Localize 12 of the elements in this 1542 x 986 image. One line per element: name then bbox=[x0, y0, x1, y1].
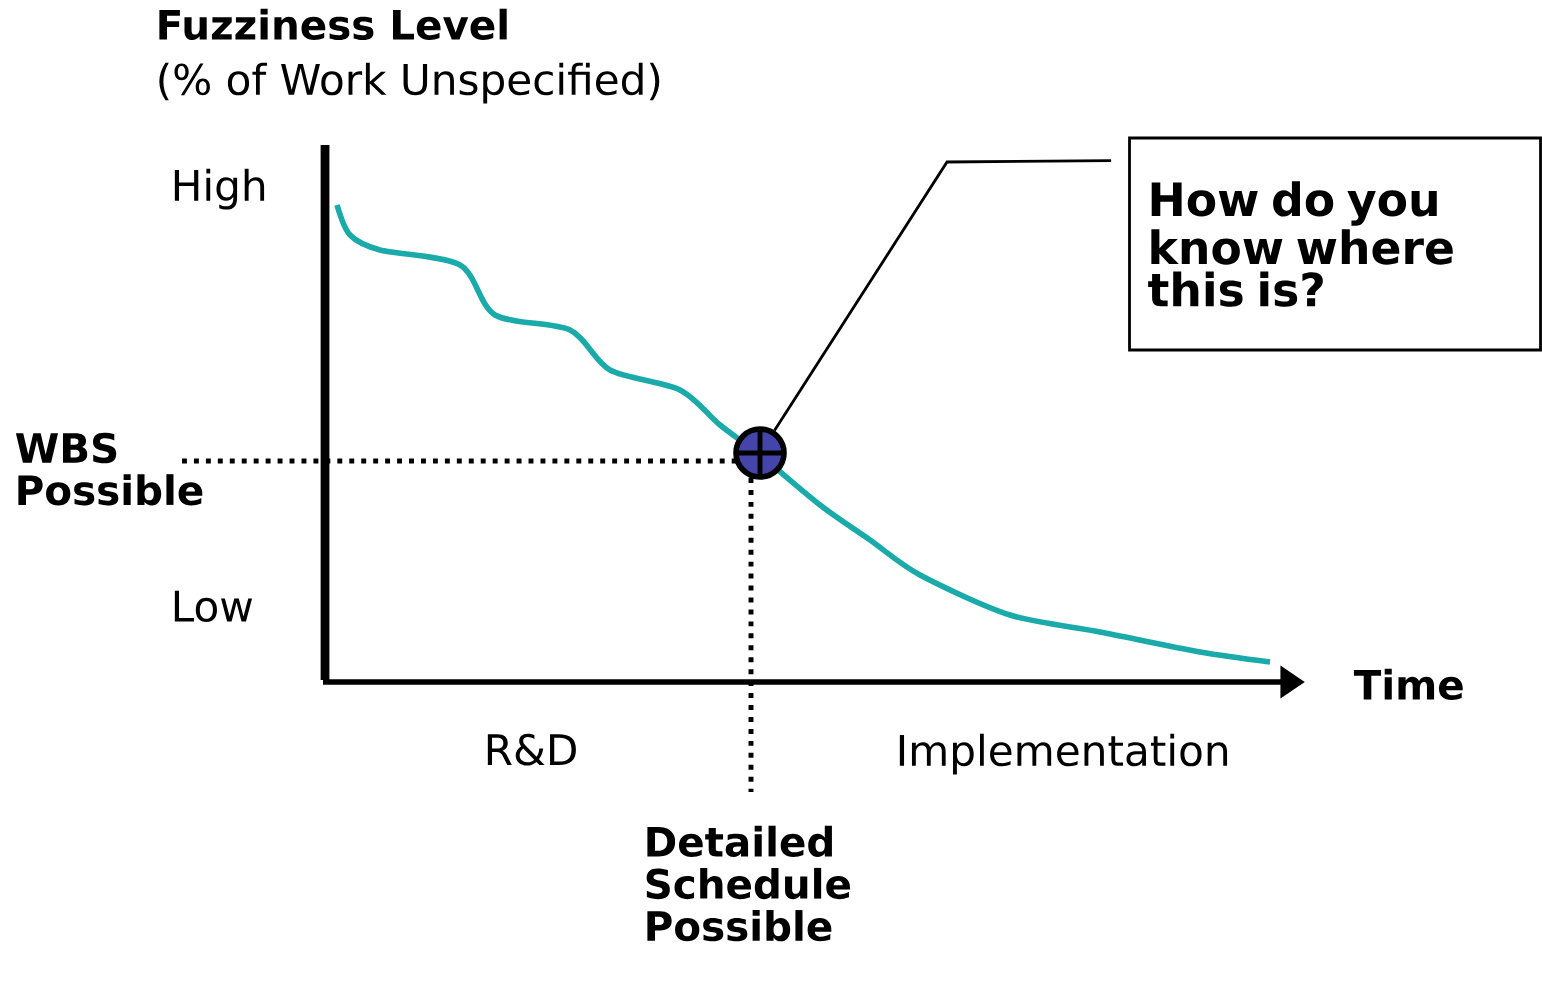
axis-label: Detailed Schedule Possible bbox=[646, 825, 850, 942]
callout-box: How do you know where this is? bbox=[1128, 136, 1542, 352]
axis-label: High bbox=[174, 168, 265, 210]
leader-line bbox=[773, 159, 1112, 432]
axis-label: Low bbox=[174, 590, 253, 623]
axis-label: WBS Possible bbox=[15, 432, 203, 506]
axis-subtitle: (% of Work Unspecified) bbox=[159, 62, 660, 104]
axis-label: Time bbox=[1353, 668, 1463, 700]
axis-title: Fuzziness Level bbox=[159, 8, 507, 40]
phase-label: R&D bbox=[487, 733, 576, 766]
phase-label: Implementation bbox=[899, 733, 1228, 775]
target-marker bbox=[733, 426, 787, 480]
